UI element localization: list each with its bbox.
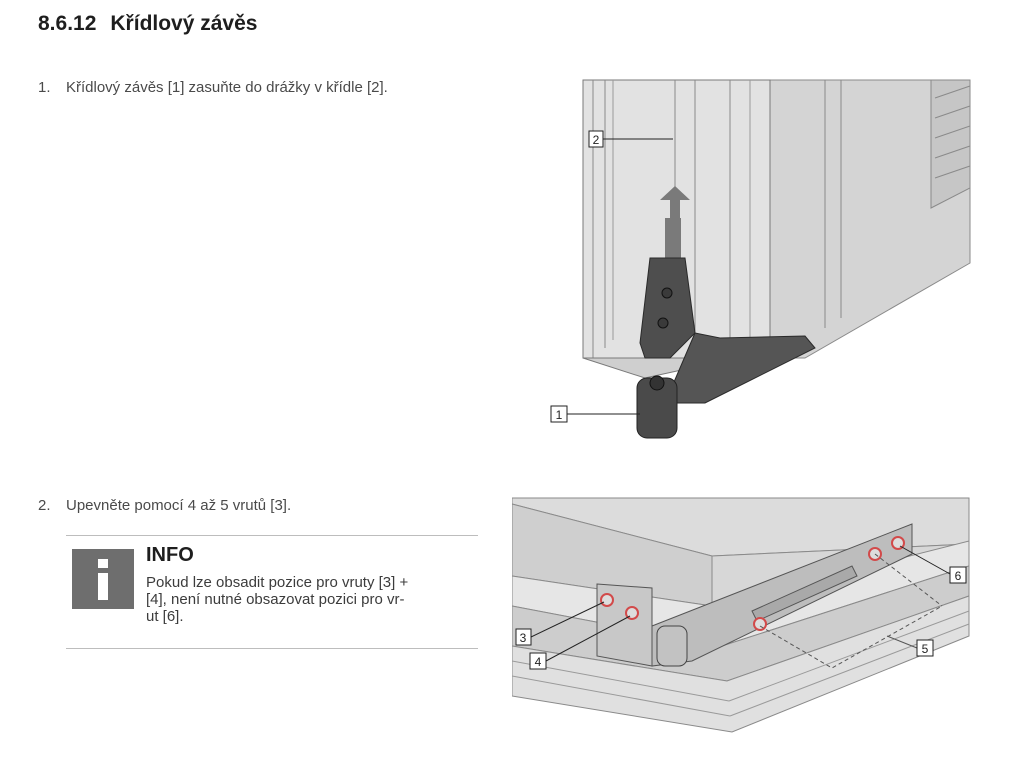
- step-1: 1. Křídlový závěs [1] zasuňte do drážky v…: [38, 79, 388, 96]
- info-text: Pokud lze obsadit pozice pro vruty [3] +…: [146, 574, 471, 625]
- figure-screw-fixing: 3 4 5 6: [512, 496, 972, 734]
- info-icon: [72, 549, 134, 609]
- section-number: 8.6.12: [38, 12, 97, 35]
- figure-sash-hinge-insertion: 2 1: [545, 78, 975, 450]
- info-title: INFO: [146, 544, 194, 566]
- info-text-line: [4], není nutné obsazovat pozici pro vr-: [146, 591, 405, 608]
- step-2: 2. Upevněte pomocí 4 až 5 vrutů [3].: [38, 497, 291, 514]
- info-box: INFO Pokud lze obsadit pozice pro vruty …: [66, 535, 478, 649]
- section-title: Křídlový závěs: [110, 12, 258, 35]
- step-1-text: Křídlový závěs [1] zasuňte do drážky v k…: [66, 79, 388, 96]
- callout-6: 6: [955, 569, 962, 583]
- callout-4: 4: [535, 655, 542, 669]
- callout-2: 2: [593, 133, 600, 147]
- callout-1: 1: [556, 408, 563, 422]
- callout-5: 5: [922, 642, 929, 656]
- step-2-number: 2.: [38, 497, 51, 514]
- callout-3: 3: [520, 631, 527, 645]
- section-heading: 8.6.12 Křídlový závěs: [38, 12, 257, 36]
- info-text-line: ut [6].: [146, 608, 184, 625]
- step-1-number: 1.: [38, 79, 51, 96]
- step-2-text: Upevněte pomocí 4 až 5 vrutů [3].: [66, 497, 292, 514]
- info-text-line: Pokud lze obsadit pozice pro vruty [3] +: [146, 574, 409, 591]
